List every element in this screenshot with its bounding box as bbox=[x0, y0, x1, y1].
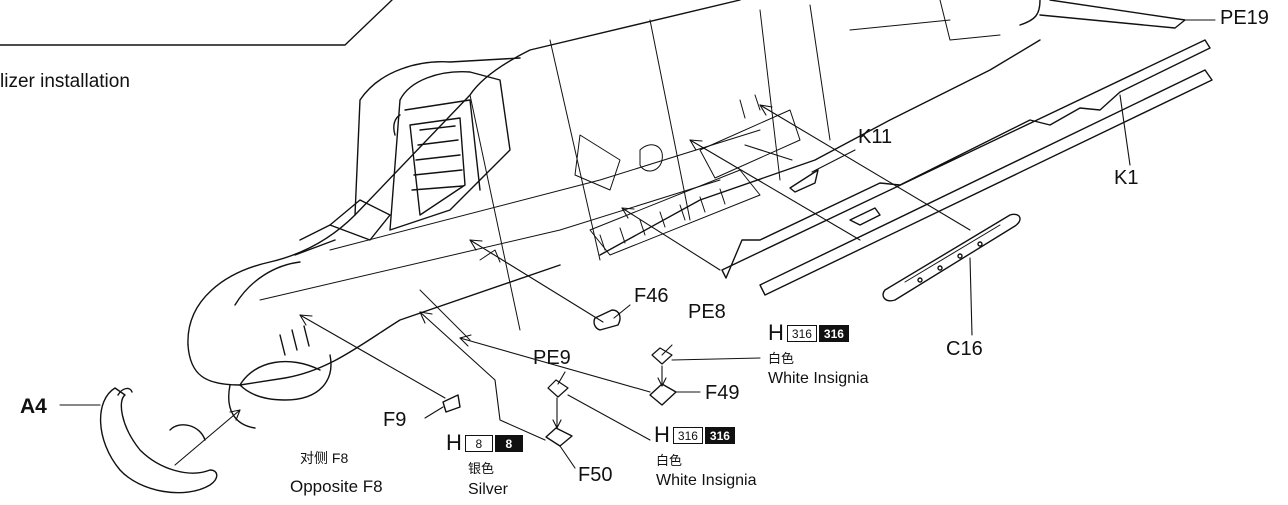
paint-name-cn: 白色 bbox=[656, 453, 683, 468]
paint-code: 8 bbox=[464, 434, 493, 452]
pe8-part bbox=[651, 347, 673, 365]
fuselage-outline bbox=[187, 0, 1041, 429]
paint-callout-silver: H 8 8 bbox=[446, 432, 523, 454]
paint-brand-letter: H bbox=[654, 422, 670, 447]
paint-name-en: White Insignia bbox=[656, 472, 757, 489]
paint-name-en: Silver bbox=[468, 481, 509, 498]
pe9-part bbox=[547, 379, 569, 398]
paint-name-en: White Insignia bbox=[768, 370, 869, 387]
label-pe8: PE8 bbox=[688, 301, 726, 323]
paint-name-cn: 白色 bbox=[768, 351, 795, 366]
header-box-edge bbox=[0, 0, 393, 46]
paint-callout-white-lower: H 316 316 bbox=[654, 424, 735, 446]
k1-part bbox=[721, 39, 1213, 296]
label-pe9: PE9 bbox=[533, 347, 571, 369]
f46-part bbox=[593, 309, 621, 331]
k11-part bbox=[789, 169, 819, 193]
a4-part bbox=[99, 387, 218, 494]
label-k1: K1 bbox=[1114, 167, 1139, 189]
paint-brand-letter: H bbox=[446, 430, 462, 455]
c16-part bbox=[882, 213, 1021, 302]
paint-code: 316 bbox=[672, 426, 703, 444]
step-caption: lizer installation bbox=[0, 71, 130, 92]
label-a4: A4 bbox=[20, 395, 47, 418]
paint-code: 316 bbox=[786, 324, 817, 342]
intake bbox=[239, 325, 321, 386]
label-c16: C16 bbox=[946, 338, 983, 360]
label-f50: F50 bbox=[578, 464, 613, 486]
label-k11: K11 bbox=[858, 126, 893, 148]
opposite-note-en: Opposite F8 bbox=[290, 477, 383, 496]
installation-arrows bbox=[174, 104, 971, 466]
paint-code-swatch: 8 bbox=[494, 434, 523, 452]
leader-lines bbox=[59, 19, 1216, 469]
f49-part bbox=[649, 383, 677, 406]
label-f49: F49 bbox=[705, 382, 740, 404]
f50-part bbox=[545, 427, 573, 447]
paint-callout-white-upper: H 316 316 bbox=[768, 322, 849, 344]
paint-code-swatch: 316 bbox=[704, 426, 735, 444]
panel-lines bbox=[259, 0, 1001, 341]
pe19-part bbox=[1039, 0, 1186, 29]
label-f46: F46 bbox=[634, 285, 669, 307]
paint-name-cn: 银色 bbox=[468, 461, 495, 476]
cockpit-detail bbox=[294, 71, 511, 256]
paint-brand-letter: H bbox=[768, 320, 784, 345]
lower-bay-detail bbox=[589, 109, 801, 256]
opposite-note-cn: 对侧 F8 bbox=[300, 450, 349, 466]
f9-part bbox=[442, 394, 461, 413]
label-pe19: PE19 bbox=[1220, 7, 1269, 29]
paint-code-swatch: 316 bbox=[818, 324, 849, 342]
label-f9: F9 bbox=[383, 409, 407, 431]
